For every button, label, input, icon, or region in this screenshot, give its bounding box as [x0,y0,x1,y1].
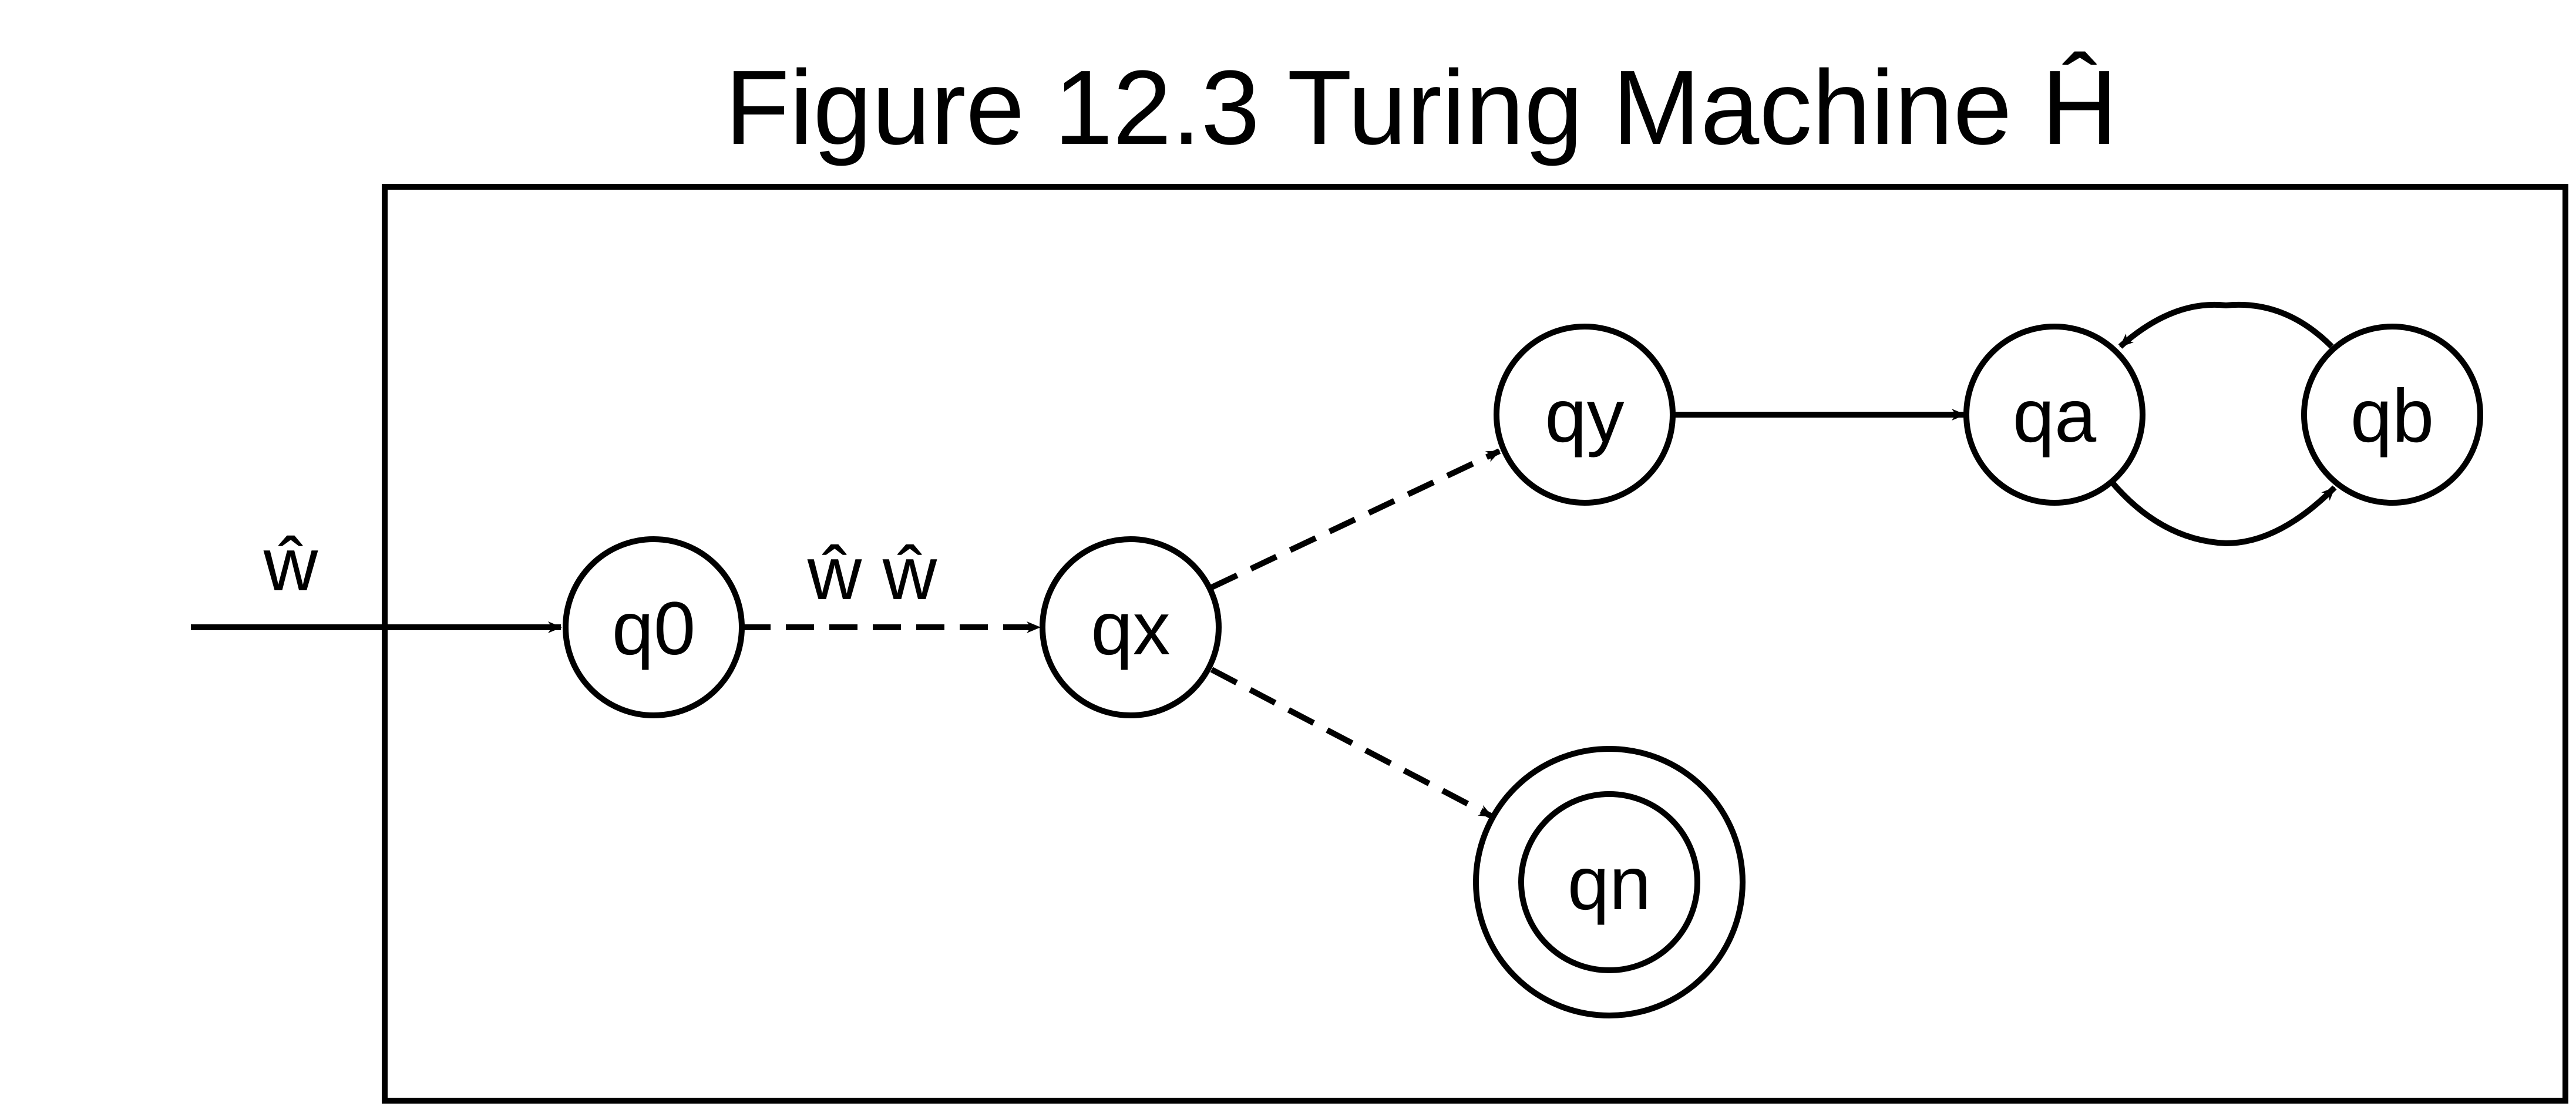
state-label-q0: q0 [612,587,695,671]
state-qa: qa [1963,324,2145,506]
state-label-qx: qx [1091,587,1170,671]
edge-label-input: ŵ [263,523,318,607]
state-qy: qy [1494,324,1676,506]
state-qn-accepting: qn [1473,746,1746,1018]
state-qx: qx [1040,536,1222,718]
machine-boundary [382,184,2568,1104]
edge-label-q0-qx: ŵ ŵ [807,532,937,616]
state-label-qb: qb [2350,374,2434,458]
figure-title: Figure 12.3 Turing Machine Ĥ [725,49,2117,167]
state-q0: q0 [563,536,745,718]
state-label-qn: qn [1568,842,1651,926]
edge-qx-to-qy [1210,448,1501,590]
state-label-qa: qa [2013,374,2097,458]
state-qb: qb [2301,324,2483,506]
edge-qx-to-qn [1210,667,1494,819]
edge-qb-to-qa [2118,301,2334,349]
edge-qa-to-qb [2109,479,2337,547]
state-label-qy: qy [1545,374,1624,458]
